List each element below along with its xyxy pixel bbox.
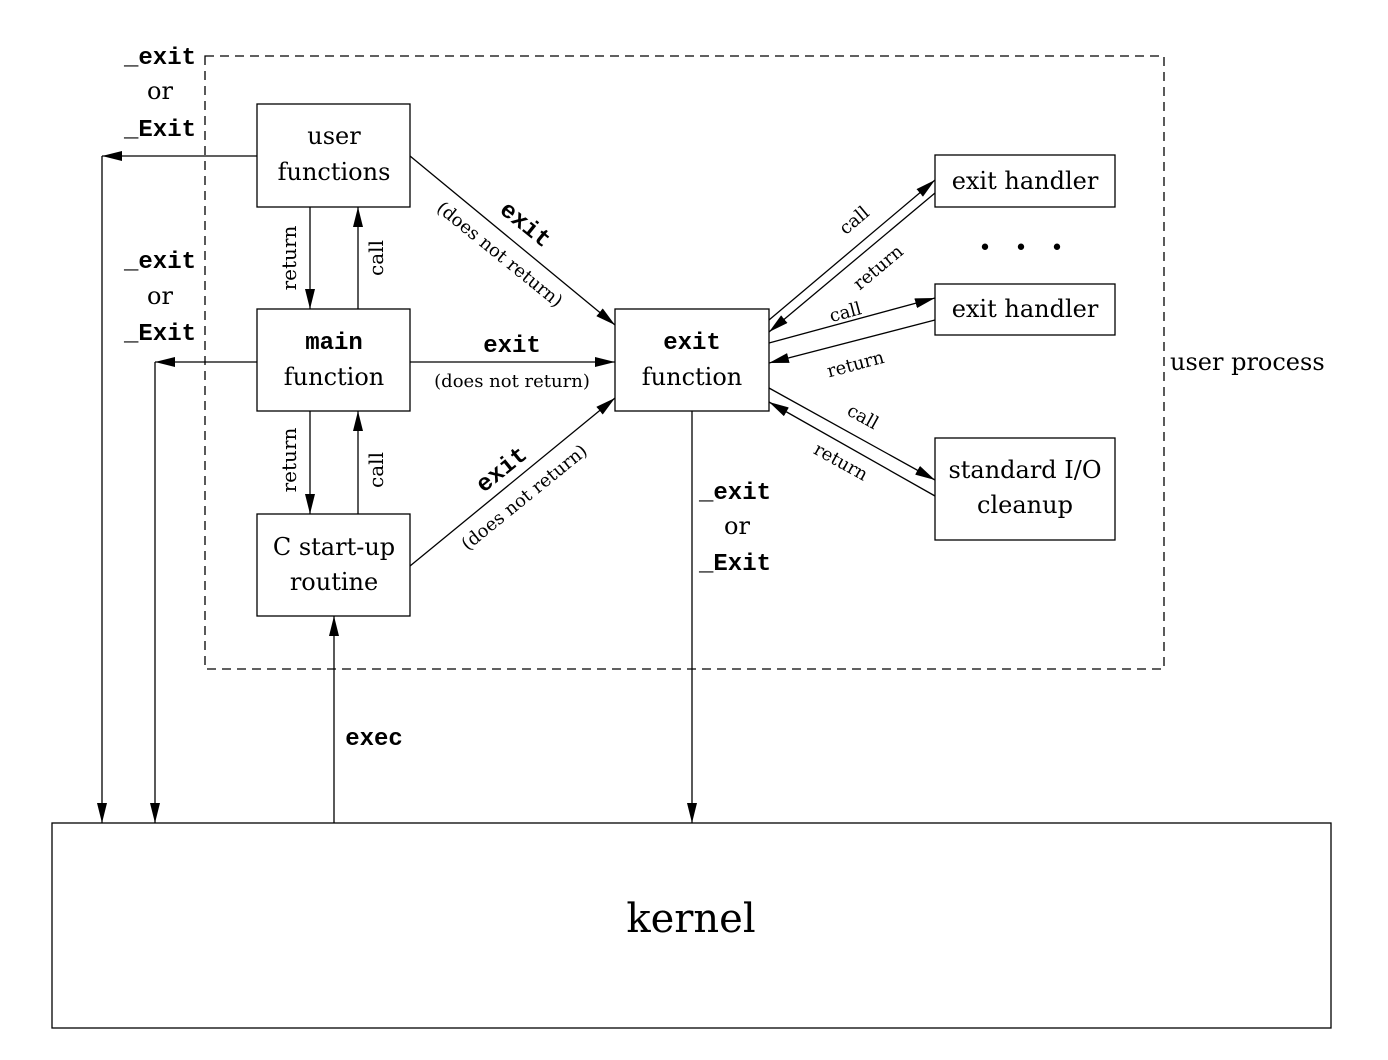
startup-routine-box: C start-up routine — [256, 513, 411, 617]
main-function-label-line1: main — [305, 330, 363, 357]
arrow-call-stdio-cleanup — [768, 387, 936, 481]
stdio-cleanup-label-line2: cleanup — [977, 491, 1073, 519]
main-function-label-line2: function — [284, 363, 384, 391]
label-exec: exec — [345, 726, 403, 753]
label-underscore-Exit: _Exit — [698, 551, 771, 578]
label-call-lower: call — [364, 452, 388, 488]
label-call-handler-1: call — [835, 202, 873, 239]
exit-handler-label-1: exit handler — [952, 167, 1099, 195]
exit-function-box: exit function — [614, 308, 770, 412]
label-return-stdio: return — [810, 439, 872, 486]
label-exit-main: exit (does not return) — [434, 333, 590, 392]
label-call-handler-2: call — [827, 298, 864, 327]
startup-routine-label-line1: C start-up — [273, 533, 395, 561]
arrow-return-stdio-cleanup — [768, 401, 936, 497]
label-underscore-Exit: _Exit — [123, 117, 196, 144]
exit-handler-box-1: exit handler — [934, 154, 1116, 208]
arrow-user-functions-exit — [409, 155, 616, 326]
label-exit-startup: exit (does not return) — [457, 441, 591, 555]
label-return-upper: return — [277, 226, 301, 291]
user-functions-label-line1: user — [307, 122, 361, 150]
exit-function-label-line1: exit — [663, 330, 721, 357]
label-underscore-exit: _exit — [123, 249, 196, 276]
label-exit-code: exit — [483, 333, 541, 360]
user-process-label: user process — [1170, 348, 1325, 376]
user-functions-box: user functions — [256, 103, 411, 208]
label-return-lower: return — [277, 428, 301, 493]
label-exit-user-functions: exit (does not return) — [432, 197, 566, 312]
label-return-handler-1: return — [849, 241, 907, 295]
label-or: or — [147, 77, 173, 105]
arrow-return-exit-handler-1 — [768, 192, 936, 333]
label-or: or — [147, 282, 173, 310]
ellipsis: • • • — [979, 236, 1072, 261]
user-functions-label-line2: functions — [278, 158, 391, 186]
label-return-handler-2: return — [825, 347, 887, 382]
label-exit-group-top-left: _exit or _Exit — [123, 45, 196, 144]
label-exit-group-center: _exit or _Exit — [698, 480, 771, 578]
label-does-not-return: (does not return) — [434, 371, 590, 392]
arrow-return-exit-handler-2 — [768, 319, 936, 364]
arrow-startup-exit — [409, 397, 616, 567]
stdio-cleanup-box: standard I/O cleanup — [934, 437, 1116, 541]
arrow-call-exit-handler-1 — [768, 179, 936, 321]
label-call-upper: call — [364, 240, 388, 276]
main-function-box: main function — [256, 308, 411, 412]
exit-handler-label-2: exit handler — [952, 295, 1099, 323]
exit-function-label-line2: function — [642, 363, 742, 391]
label-underscore-exit: _exit — [123, 45, 196, 72]
label-exit-group-mid-left: _exit or _Exit — [123, 249, 196, 348]
label-or: or — [724, 512, 750, 540]
label-underscore-Exit: _Exit — [123, 321, 196, 348]
startup-routine-label-line2: routine — [290, 568, 378, 596]
exit-handler-box-2: exit handler — [934, 283, 1116, 336]
stdio-cleanup-label-line1: standard I/O — [948, 456, 1101, 484]
kernel-box: kernel — [51, 822, 1332, 1029]
arrow-call-exit-handler-2 — [768, 297, 936, 344]
label-underscore-exit: _exit — [698, 480, 771, 507]
label-call-stdio: call — [843, 400, 882, 434]
kernel-label: kernel — [626, 896, 755, 942]
